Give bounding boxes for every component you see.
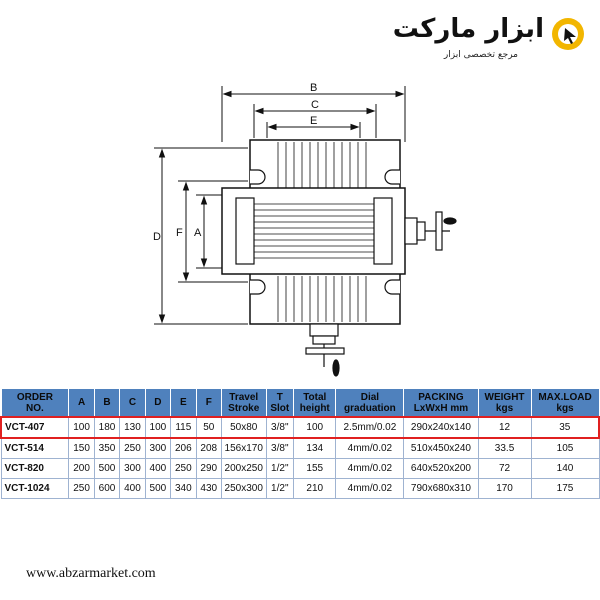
table-cell: 250 bbox=[170, 458, 197, 479]
table-cell: 3/8" bbox=[265, 437, 295, 459]
dim-label-b: B bbox=[310, 82, 317, 94]
table-cell: 100 bbox=[144, 416, 172, 439]
table-cell: 430 bbox=[195, 478, 222, 499]
table-cell: 340 bbox=[170, 478, 197, 499]
table-cell: 72 bbox=[477, 458, 532, 479]
order-no-cell: VCT-1024 bbox=[0, 478, 70, 499]
header-f: F bbox=[195, 388, 222, 418]
dim-b-arrow-left bbox=[222, 90, 232, 98]
website-url: www.abzarmarket.com bbox=[26, 566, 156, 581]
table-cell: 155 bbox=[293, 458, 337, 479]
table-cell: 2.5mm/0.02 bbox=[335, 416, 405, 439]
header-a: A bbox=[68, 388, 95, 418]
table-cell: 100 bbox=[68, 416, 95, 439]
table-end-left bbox=[235, 197, 255, 265]
dim-b-arrow-right bbox=[395, 90, 405, 98]
table-cell: 500 bbox=[144, 478, 172, 499]
table-cell: 290 bbox=[195, 458, 222, 479]
header-d: D bbox=[144, 388, 172, 418]
table-cell: 350 bbox=[93, 437, 121, 459]
table-cell: 175 bbox=[530, 478, 600, 499]
table-cell: 170 bbox=[477, 478, 532, 499]
table-cell: 300 bbox=[144, 437, 172, 459]
table-cell: 600 bbox=[93, 478, 121, 499]
brand-tagline: مرجع تخصصی ابزار bbox=[443, 50, 518, 60]
table-cell: 1/2" bbox=[265, 478, 295, 499]
table-row: VCT-407 100 180 130 100 115 50 50x80 3/8… bbox=[0, 416, 600, 439]
table-cell: 510x450x240 bbox=[403, 437, 479, 459]
table-cell: 400 bbox=[119, 478, 146, 499]
dim-label-a: A bbox=[194, 227, 202, 239]
table-cell: 250 bbox=[68, 478, 95, 499]
table-cell: 115 bbox=[170, 416, 197, 439]
table-cell: 50x80 bbox=[220, 416, 267, 439]
table-cell: 50 bbox=[195, 416, 222, 439]
table-cell: 290x240x140 bbox=[403, 416, 479, 439]
table-cell: 250x300 bbox=[220, 478, 267, 499]
dim-label-d: D bbox=[153, 231, 161, 243]
table-cell: 300 bbox=[119, 458, 146, 479]
table-cell: 200x250 bbox=[220, 458, 267, 479]
right-handwheel bbox=[404, 211, 457, 251]
table-cell: 180 bbox=[93, 416, 121, 439]
table-row: VCT-1024 250 600 400 500 340 430 250x300… bbox=[0, 478, 600, 499]
brand-name: ابزار مارکت bbox=[392, 14, 544, 44]
table-cell: 640x520x200 bbox=[403, 458, 479, 479]
table-row: VCT-820 200 500 300 400 250 290 200x250 … bbox=[0, 458, 600, 479]
table-cell: 3/8" bbox=[265, 416, 295, 439]
header-b: B bbox=[93, 388, 121, 418]
header-e: E bbox=[170, 388, 197, 418]
bottom-handwheel bbox=[305, 323, 345, 377]
table-cell: 150 bbox=[68, 437, 95, 459]
table-cell: 156x170 bbox=[220, 437, 267, 459]
dim-label-c: C bbox=[311, 99, 319, 111]
table-cell: 134 bbox=[293, 437, 337, 459]
brand-logo: ابزار مارکت مرجع تخصصی ابزار bbox=[393, 14, 586, 66]
table-cell: 200 bbox=[68, 458, 95, 479]
order-no-cell: VCT-514 bbox=[0, 437, 70, 459]
table-cell: 790x680x310 bbox=[403, 478, 479, 499]
table-cell: 4mm/0.02 bbox=[335, 458, 405, 479]
table-cell: 500 bbox=[93, 458, 121, 479]
table-cell: 35 bbox=[530, 416, 600, 439]
table-cell: 100 bbox=[293, 416, 337, 439]
table-cell: 140 bbox=[530, 458, 600, 479]
order-no-cell: VCT-820 bbox=[0, 458, 70, 479]
table-cell: 4mm/0.02 bbox=[335, 478, 405, 499]
table-cell: 400 bbox=[144, 458, 172, 479]
base-notch-tl bbox=[250, 169, 266, 185]
base-notch-tr bbox=[384, 169, 400, 185]
table-cell: 208 bbox=[195, 437, 222, 459]
table-cell: 130 bbox=[119, 416, 146, 439]
table-cell: 33.5 bbox=[477, 437, 532, 459]
table-cell: 1/2" bbox=[265, 458, 295, 479]
cross-slide-table-drawing: B C E D F A bbox=[153, 82, 457, 377]
table-cell: 250 bbox=[119, 437, 146, 459]
base-notch-br bbox=[384, 279, 400, 295]
logo-mark-icon bbox=[552, 18, 584, 50]
table-cell: 4mm/0.02 bbox=[335, 437, 405, 459]
base-notch-bl bbox=[250, 279, 266, 295]
table-cell: 105 bbox=[530, 437, 600, 459]
header-c: C bbox=[119, 388, 146, 418]
order-no-cell: VCT-407 bbox=[0, 416, 70, 439]
dim-label-f: F bbox=[176, 227, 183, 239]
table-cell: 206 bbox=[170, 437, 197, 459]
table-cell: 210 bbox=[293, 478, 337, 499]
table-end-right bbox=[373, 197, 393, 265]
table-row: VCT-514 150 350 250 300 206 208 156x170 … bbox=[0, 437, 600, 459]
dim-label-e: E bbox=[310, 115, 317, 127]
table-cell: 12 bbox=[477, 416, 532, 439]
